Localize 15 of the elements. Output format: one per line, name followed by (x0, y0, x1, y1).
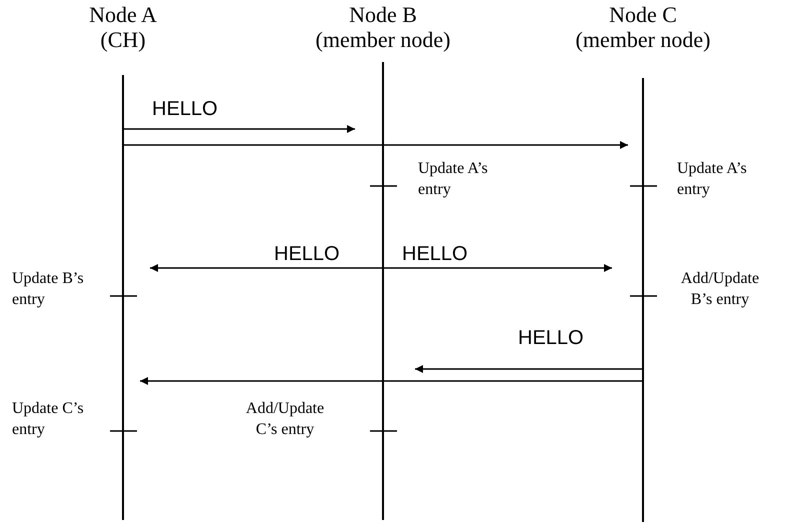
arrow (150, 264, 384, 272)
event-note: Update A’s entry (677, 159, 748, 200)
arrow (384, 264, 612, 272)
arrow (140, 377, 644, 385)
event-note: Add/Update B’s entry (680, 269, 760, 310)
event-note: Update A’s entry (418, 159, 489, 200)
arrow (124, 125, 355, 133)
lifeline-heading: Node C (member node) (574, 2, 712, 52)
arrow (124, 141, 628, 149)
lifeline-heading: Node B (member node) (314, 2, 452, 52)
event-note: Update C’s entry (12, 399, 84, 440)
lifeline-heading: Node A (CH) (88, 2, 158, 52)
event-note: Update B’s entry (12, 269, 84, 310)
arrow (415, 365, 644, 373)
event-note: Add/Update C’s entry (244, 399, 326, 440)
